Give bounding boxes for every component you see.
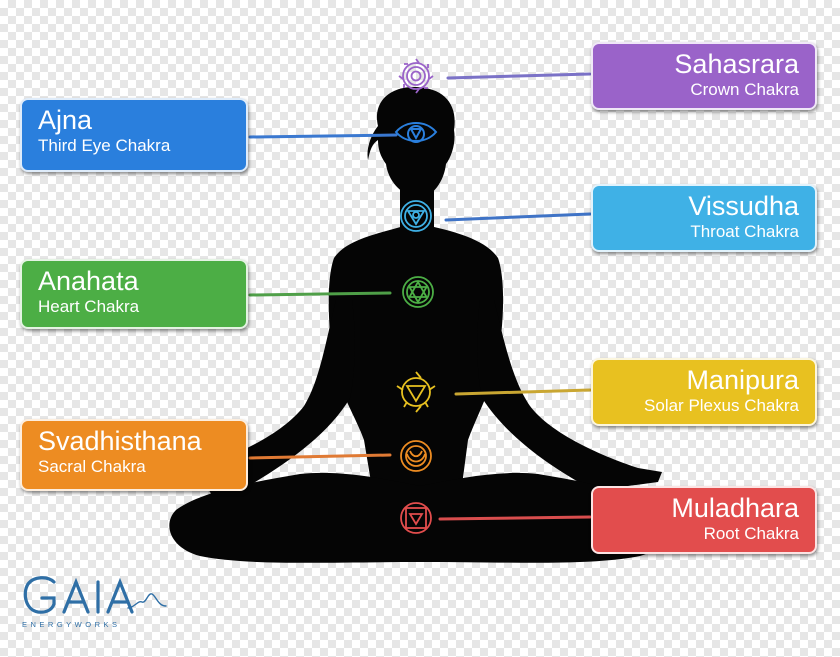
line-svadhisthana [248,453,392,460]
chakra-subtitle: Heart Chakra [38,297,140,316]
gaia-logo: ENERGYWORKS [20,572,170,636]
label-vissudha: Vissudha Throat Chakra [591,184,817,252]
throat-chakra-icon [400,200,432,232]
label-sahasrara: Sahasrara Crown Chakra [591,42,817,110]
root-chakra-icon [400,502,432,534]
chakra-name: Anahata [38,266,139,296]
gaia-logo-mark [23,576,167,614]
chakra-subtitle: Solar Plexus Chakra [644,396,799,415]
chakra-name: Vissudha [688,191,799,221]
line-vissudha [444,212,592,222]
line-muladhara [438,515,592,521]
chakra-subtitle: Sacral Chakra [38,457,146,476]
chakra-subtitle: Throat Chakra [690,222,799,241]
label-anahata: Anahata Heart Chakra [20,259,248,329]
line-ajna [248,133,398,139]
heart-chakra-icon [402,276,434,308]
line-sahasrara [446,72,592,80]
label-muladhara: Muladhara Root Chakra [591,486,817,554]
chakra-subtitle: Root Chakra [703,524,799,543]
chakra-name: Ajna [38,105,93,135]
label-svadhisthana: Svadhisthana Sacral Chakra [20,419,248,491]
solar-plexus-icon [396,371,436,413]
label-ajna: Ajna Third Eye Chakra [20,98,248,172]
silhouette-torso [328,226,504,500]
chakra-name: Sahasrara [674,49,799,79]
connector-lines [248,72,592,521]
chakra-subtitle: Third Eye Chakra [38,136,171,155]
line-anahata [248,291,392,297]
chakra-name: Muladhara [671,493,799,523]
chakra-subtitle: Crown Chakra [690,80,799,99]
line-manipura [454,388,592,396]
chakra-name: Manipura [686,365,799,395]
logo-tagline: ENERGYWORKS [22,620,121,629]
silhouette-right-arm [477,300,662,498]
chakra-name: Svadhisthana [38,426,202,456]
sacral-chakra-icon [400,440,432,472]
label-manipura: Manipura Solar Plexus Chakra [591,358,817,426]
lotus-crown-icon [398,58,434,94]
third-eye-icon [394,122,438,143]
